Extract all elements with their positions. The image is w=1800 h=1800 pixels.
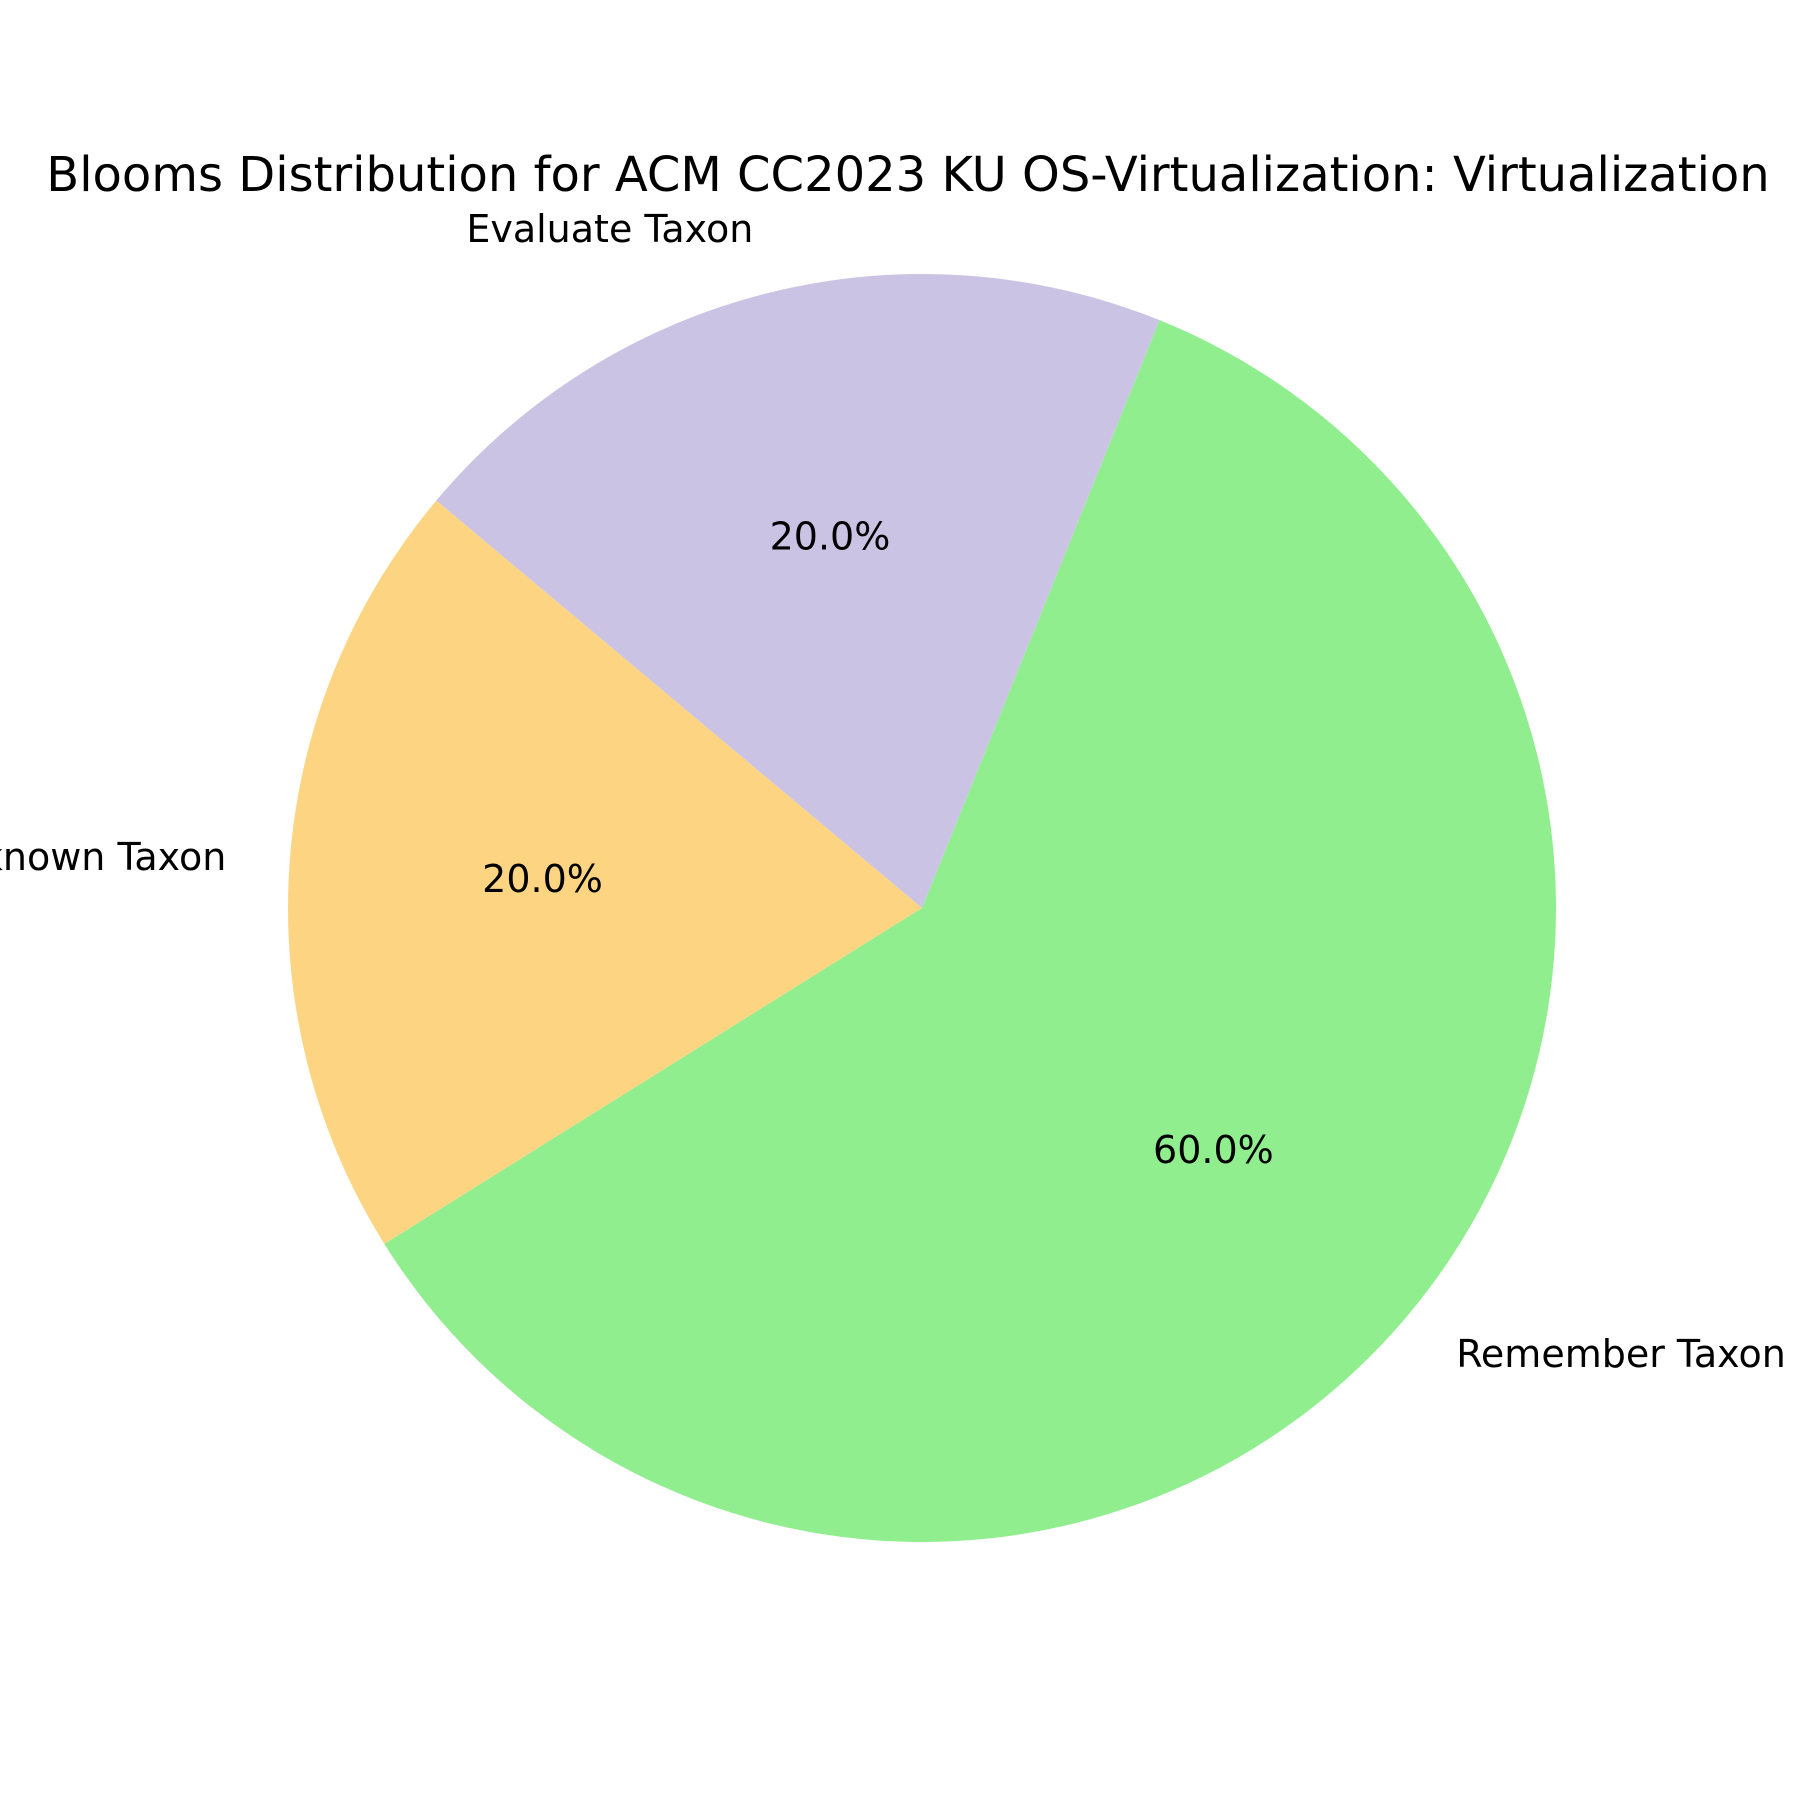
pct-label-remember-taxon: 60.0%	[1153, 1128, 1274, 1172]
slice-label-unknown-taxon: Unknown Taxon	[0, 835, 226, 879]
pie-slice-unknown-taxon	[287, 500, 922, 1244]
chart-title: Blooms Distribution for ACM CC2023 KU OS…	[46, 147, 1769, 203]
pct-label-evaluate-taxon: 20.0%	[770, 514, 891, 558]
pie-slice-evaluate-taxon	[436, 273, 1160, 908]
pie-slices	[287, 273, 1556, 1543]
pie-slice-remember-taxon	[384, 320, 1556, 1543]
pct-label-unknown-taxon: 20.0%	[482, 857, 603, 901]
pie-labels: Unknown Taxon 20.0% Remember Taxon 60.0% Eva…	[0, 207, 1786, 1376]
slice-label-remember-taxon: Remember Taxon	[1456, 1332, 1786, 1376]
slice-label-evaluate-taxon: Evaluate Taxon	[466, 207, 753, 251]
